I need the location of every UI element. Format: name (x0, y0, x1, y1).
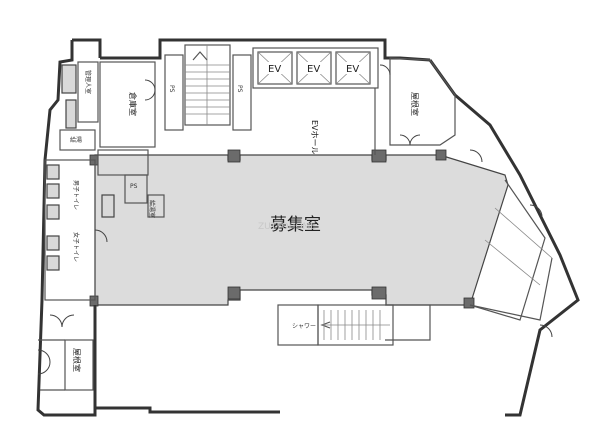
elevator-2-label: EV (307, 64, 320, 75)
ps-small-label: PS (130, 183, 138, 190)
utility-box (101, 194, 115, 218)
ps-left-label: PS (168, 85, 175, 93)
column-1 (227, 149, 241, 163)
watermark: ZUTTOHOME (258, 222, 316, 232)
stair-room-right-label: 屋根室 (410, 92, 420, 116)
ps-small (124, 174, 148, 204)
elevator-2 (296, 51, 332, 85)
elevator-3-label: EV (346, 64, 359, 75)
toilet-1 (46, 164, 60, 180)
restroom-block (44, 159, 96, 301)
column-6 (89, 295, 99, 307)
elevator-1 (257, 51, 293, 85)
kyuto-area (59, 129, 96, 151)
door-ps-right (379, 64, 391, 76)
door-main-left (94, 229, 108, 243)
toilet-4 (46, 235, 60, 251)
kyuto-room-label: 給湯室 (148, 200, 156, 218)
bottom-stairs: シャワー (277, 304, 394, 346)
elevator-3 (335, 51, 371, 85)
toilet-2 (46, 183, 60, 199)
management-room-label: 管理人室 (84, 70, 92, 94)
column-8 (463, 297, 475, 309)
shower-label: シャワー (292, 323, 316, 330)
door-bottom-left (37, 349, 51, 375)
ps-right-label: PS (236, 85, 243, 93)
storage-room (99, 61, 156, 148)
door-left-lower (49, 314, 75, 328)
counter (65, 99, 77, 129)
stair-room-bottom-label: 屋根室 (72, 348, 82, 372)
door-diag-3 (539, 324, 553, 338)
door-diag-2 (529, 204, 543, 218)
toilet-3 (46, 204, 60, 220)
column-3 (227, 286, 241, 300)
ps-left (164, 54, 184, 131)
right-wing (469, 179, 553, 321)
column-7 (435, 149, 447, 161)
door-right-stairs (399, 134, 421, 146)
kyuto-room (147, 194, 165, 218)
kyuto-label: 給湯 (70, 136, 82, 144)
elevator-block: EV EV EV EVホール (252, 47, 379, 155)
elevator-1-label: EV (268, 64, 281, 75)
stair-room-bottom (64, 339, 94, 391)
right-stair-room: 屋根室 (389, 57, 456, 146)
ps-right (232, 54, 252, 131)
left-rooms: 倉庫室 管理人室 給湯 男子トイレ 女子トイレ PS 給湯室 屋根室 (38, 61, 165, 391)
door-storage (144, 79, 156, 101)
doors (37, 64, 553, 375)
toilet-5 (46, 255, 60, 271)
central-stairs: PS PS (164, 44, 252, 131)
column-4 (371, 286, 387, 300)
sink (61, 64, 77, 94)
ev-hall-label: EVホール (310, 120, 319, 155)
column-2 (371, 149, 387, 163)
toilet-w-label: 女子トイレ (72, 232, 80, 262)
management-room (77, 61, 99, 123)
toilet-m-label: 男子トイレ (72, 180, 79, 210)
storage-room-label: 倉庫室 (128, 92, 138, 116)
door-diag-1 (469, 149, 483, 163)
main-room-label: 募集室 (270, 215, 321, 235)
main-room: 募集室 ZUTTOHOME (89, 149, 509, 309)
